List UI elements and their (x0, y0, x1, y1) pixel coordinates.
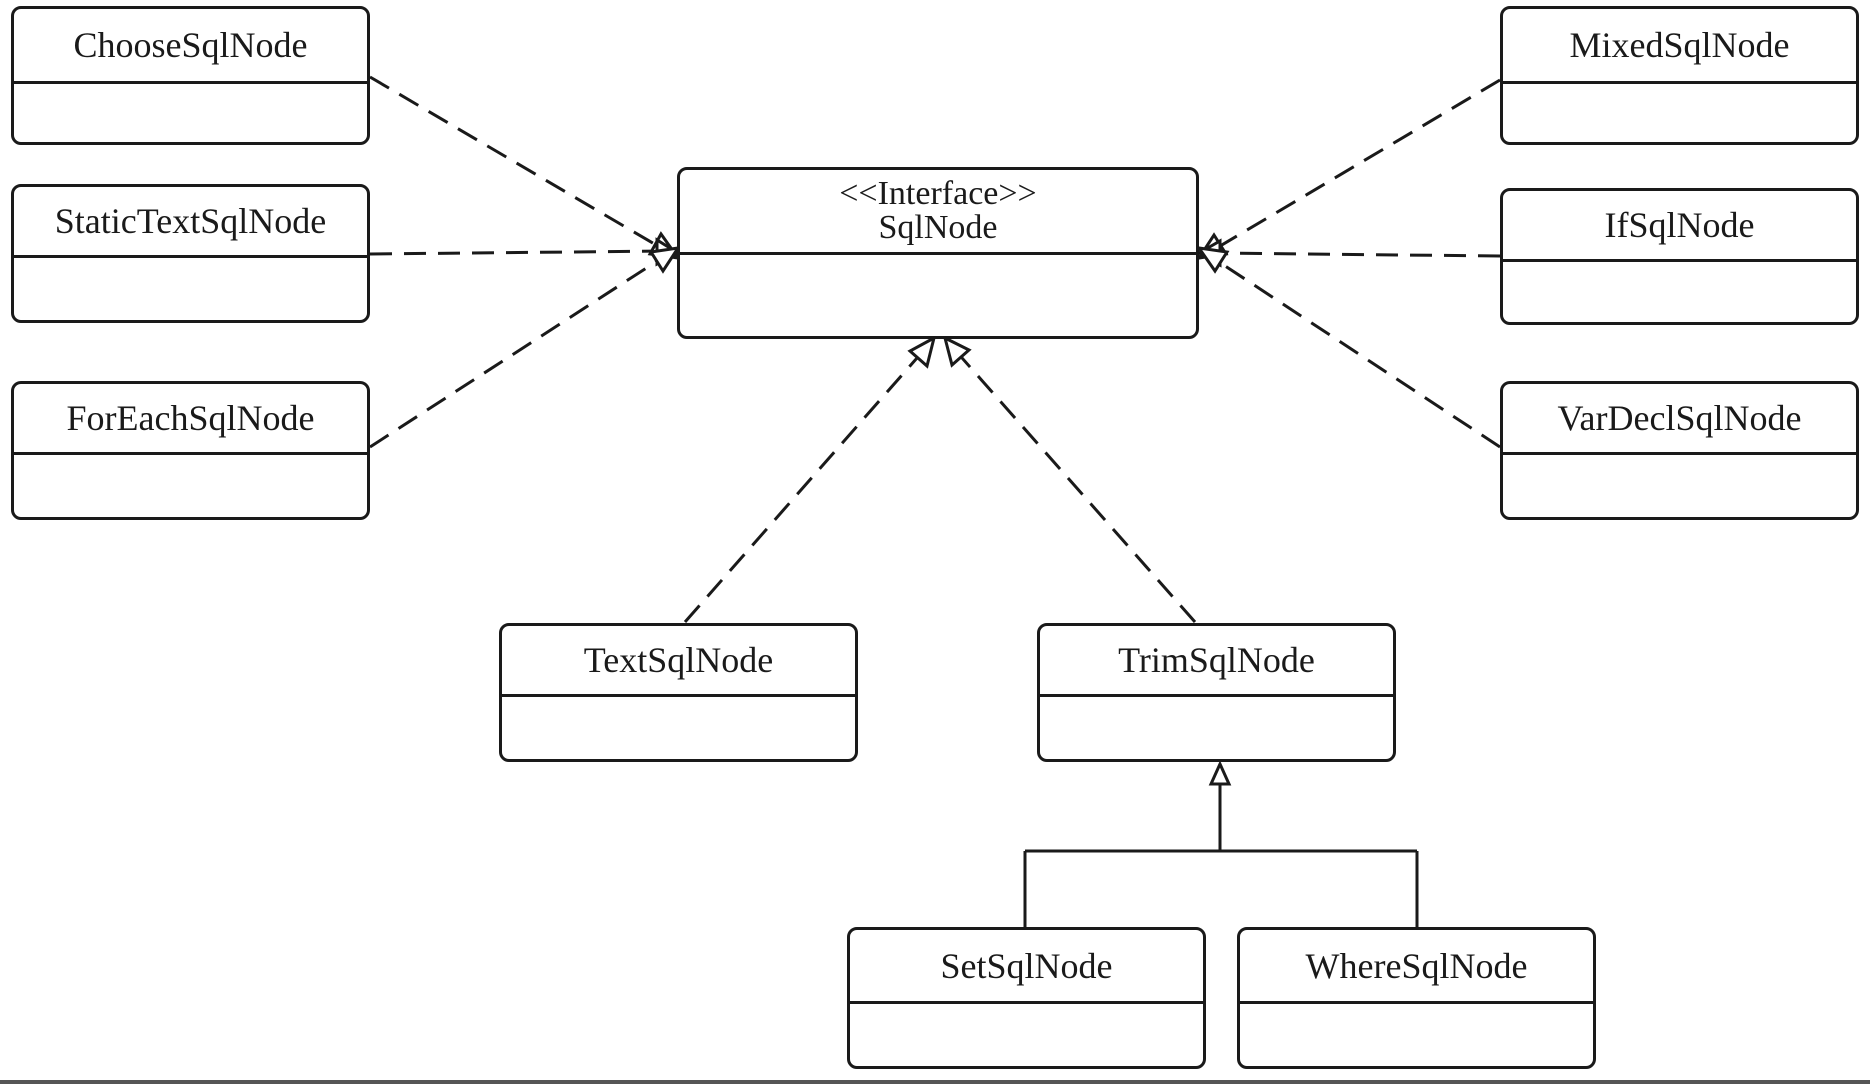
realization-line-if (1209, 251, 1501, 258)
class-name: StaticTextSqlNode (54, 201, 327, 241)
interface-sql-node[interactable]: <<Interface>> SqlNode (677, 167, 1199, 339)
class-members (14, 455, 367, 517)
class-for-each-sql-node[interactable]: ForEachSqlNode (11, 381, 370, 520)
open-arrowhead-trim (942, 335, 972, 368)
realization-line-text (683, 349, 926, 623)
class-trim-sql-node[interactable]: TrimSqlNode (1037, 623, 1396, 762)
class-members (1240, 1004, 1593, 1066)
class-choose-sql-node[interactable]: ChooseSqlNode (11, 6, 370, 145)
interface-name: SqlNode (878, 209, 998, 246)
interface-stereotype: <<Interface>> (839, 175, 1037, 212)
class-name: ChooseSqlNode (73, 25, 308, 65)
class-name: SetSqlNode (940, 945, 1113, 986)
open-arrowhead-for-each (648, 246, 682, 274)
class-name: TextSqlNode (583, 640, 774, 680)
interface-members (680, 255, 1196, 336)
class-name: MixedSqlNode (1569, 25, 1790, 65)
bottom-border-line (0, 1080, 1870, 1084)
class-members (1503, 455, 1856, 517)
class-name: WhereSqlNode (1305, 945, 1528, 986)
class-where-sql-node[interactable]: WhereSqlNode (1237, 927, 1596, 1069)
generalization-arrowhead (1208, 760, 1232, 786)
class-members (14, 258, 367, 320)
class-members (502, 697, 855, 759)
class-set-sql-node[interactable]: SetSqlNode (847, 927, 1206, 1069)
class-members (1040, 697, 1393, 759)
realization-line-choose (369, 75, 669, 254)
realization-line-static-text (369, 249, 669, 256)
realization-line-for-each (369, 252, 669, 449)
class-name: TrimSqlNode (1118, 640, 1315, 680)
class-mixed-sql-node[interactable]: MixedSqlNode (1500, 6, 1859, 145)
class-members (1503, 84, 1856, 142)
class-static-text-sql-node[interactable]: StaticTextSqlNode (11, 184, 370, 323)
class-name: IfSqlNode (1604, 205, 1755, 245)
realization-line-trim (953, 349, 1197, 623)
class-members (14, 84, 367, 142)
open-arrowhead-text (907, 335, 937, 369)
class-members (1503, 262, 1856, 322)
class-name: ForEachSqlNode (66, 398, 315, 438)
class-name: VarDeclSqlNode (1557, 398, 1802, 438)
realization-line-mixed (1209, 78, 1501, 254)
open-arrowhead-var-decl (1195, 246, 1230, 274)
class-members (850, 1004, 1203, 1066)
class-var-decl-sql-node[interactable]: VarDeclSqlNode (1500, 381, 1859, 520)
class-if-sql-node[interactable]: IfSqlNode (1500, 188, 1859, 325)
class-text-sql-node[interactable]: TextSqlNode (499, 623, 858, 762)
realization-line-var-decl (1209, 254, 1501, 449)
